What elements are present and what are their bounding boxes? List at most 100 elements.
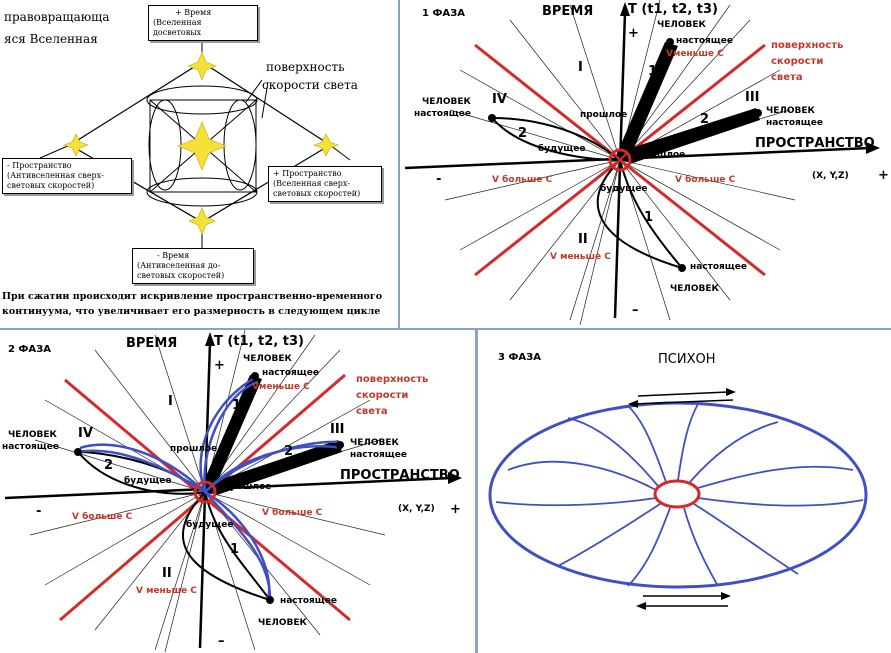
phase1-worldline-1 [615,42,678,162]
phase2-xyz-label: (X, Y,Z) [398,504,435,514]
phase1-center-ring [608,148,632,172]
phase2-plus-top: + [214,358,225,373]
phase1-xyz-label: (X, Y,Z) [812,171,849,181]
box-space-plus: + Пространство (Вселенная сверх- световы… [268,166,382,202]
surface-label-line1: поверхность [266,60,345,74]
star-icon [187,51,217,81]
phase2-number-1: 1 [230,542,240,557]
phase1-time-arrow-icon [620,2,630,16]
phase1-title: 1 ФАЗА [422,8,465,19]
phase1-number-2: 2 [700,112,710,127]
phase2-quadrant-ii: II [162,566,172,581]
phase1-present-label: настоящее [676,36,733,46]
phase2-surface-line2: скорости [356,390,409,401]
arrow-right-icon [721,592,731,600]
phase2-human-dot [251,372,259,380]
phase2-time-label: ВРЕМЯ [126,336,178,351]
arrow-left-icon [628,400,638,408]
phase1-human-dot [678,264,686,272]
phase1-drawing [404,0,880,326]
phase2-light-line-2 [59,373,346,622]
bottom-ellipse [146,177,258,207]
box-time-minus: - Время (Антивселенная до- световых скор… [132,248,254,284]
universe-diagram-drawing [39,22,351,260]
top-ellipse [146,85,258,115]
phase1-past-label: прошлое [638,150,686,160]
phase1-number-1: 1 [648,64,658,79]
phase2-future-label: будущее [124,476,172,486]
phase1-time-axis [613,11,627,319]
psychon-label: ПСИХОН [658,352,716,367]
phase2-human-dot [336,441,344,449]
phase2-center-ring [193,480,217,504]
phase2-human-dot [74,448,82,456]
box-space-plus-line2: (Вселенная сверх- [273,179,351,188]
phase2-present-label: настоящее [262,368,319,378]
phase3-title: 3 ФАЗА [498,352,541,363]
phase1-v-more-left: V больше С [492,175,553,185]
phase1-human-label: ЧЕЛОВЕК [766,106,815,116]
box-time-plus: + Время (Вселенная досветовых [148,5,258,41]
panel-divider [475,330,478,653]
phase2-v-more-right: V больше С [262,508,323,518]
phase2-t-axis-label: T (t1, t2, t3) [214,334,304,349]
box-time-minus-line1: - Время [157,251,190,260]
star-icon [63,133,89,157]
phase1-quadrant-iii: III [745,90,760,105]
phase2-present-label: настоящее [280,596,337,606]
phase1-human-dot [666,38,674,46]
psychon-outer-ellipse [488,401,868,589]
phase1-number-2: 2 [518,126,528,141]
phase2-space-arrow-icon [448,472,462,484]
rotation-arrow-top [632,399,734,405]
phase2-surface-line1: поверхность [356,374,429,385]
phase2-worldline-1 [200,375,262,494]
phase1-present-label: настоящее [690,262,747,272]
box-time-plus-line2: (Вселенная [153,18,202,27]
phase2-v-less-top: Vменьше С [252,382,310,392]
phase2-minus-left: - [36,504,42,519]
phase2-present-label: настоящее [350,450,407,460]
panel-divider [398,0,400,330]
phase1-present-label: настоящее [414,109,471,119]
box-time-plus-line3: досветовых [153,28,202,37]
box-space-plus-line1: + Пространство [273,169,342,178]
phase1-future-label: будущее [600,184,648,194]
surface-arrow-2 [261,81,269,119]
phase1-plus-right: + [878,168,889,183]
phase2-v-less-bottom: V меньше С [136,586,197,596]
phase2-drawing [4,330,462,653]
phase2-human-label: ЧЕЛОВЕК [350,438,399,448]
phase2-time-arrow-icon [205,332,215,346]
phase1-space-label: ПРОСТРАНСТВО [755,136,875,151]
phase1-future-label: будущее [538,144,586,154]
phase2-past-label: прошлое [170,444,218,454]
phase2-human-dot [266,596,274,604]
phase1-surface-line3: света [771,72,803,83]
psychon-field-lines [495,403,864,587]
rotation-arrow-top-2 [637,391,729,397]
phase2-quadrant-iv: IV [78,426,93,441]
phase2-surface-line3: света [356,406,388,417]
box-space-plus-line3: световых скоростей) [273,189,361,198]
phase2-worldline-2 [210,440,342,496]
phase1-quadrant-iv: IV [492,92,507,107]
phase2-present-label: настоящее [2,442,59,452]
phase2-space-label: ПРОСТРАНСТВО [340,468,460,483]
phase1-past-label: прошлое [580,110,628,120]
box-time-minus-line3: световых скоростей) [137,271,225,280]
phase1-quadrant-i: I [578,60,583,75]
phase2-number-2: 2 [104,458,114,473]
phase1-surface-line2: скорости [771,56,824,67]
arrow-left-icon [636,602,646,610]
phase1-human-dot [754,109,762,117]
phase2-number-1: 1 [232,398,242,413]
box-space-minus: - Пространство (Антивселенная сверх- све… [2,158,132,194]
caption-line1: При сжатии происходит искривление простр… [2,291,383,302]
phase2-human-label: ЧЕЛОВЕК [8,430,57,440]
box-space-minus-line2: (Антивселенная сверх- [7,171,104,180]
universe-title-line2: яся Вселенная [4,32,98,46]
phase1-human-label: ЧЕЛОВЕК [422,97,471,107]
phase1-space-arrow-icon [866,142,880,154]
phase2-quadrant-iii: III [330,422,345,437]
